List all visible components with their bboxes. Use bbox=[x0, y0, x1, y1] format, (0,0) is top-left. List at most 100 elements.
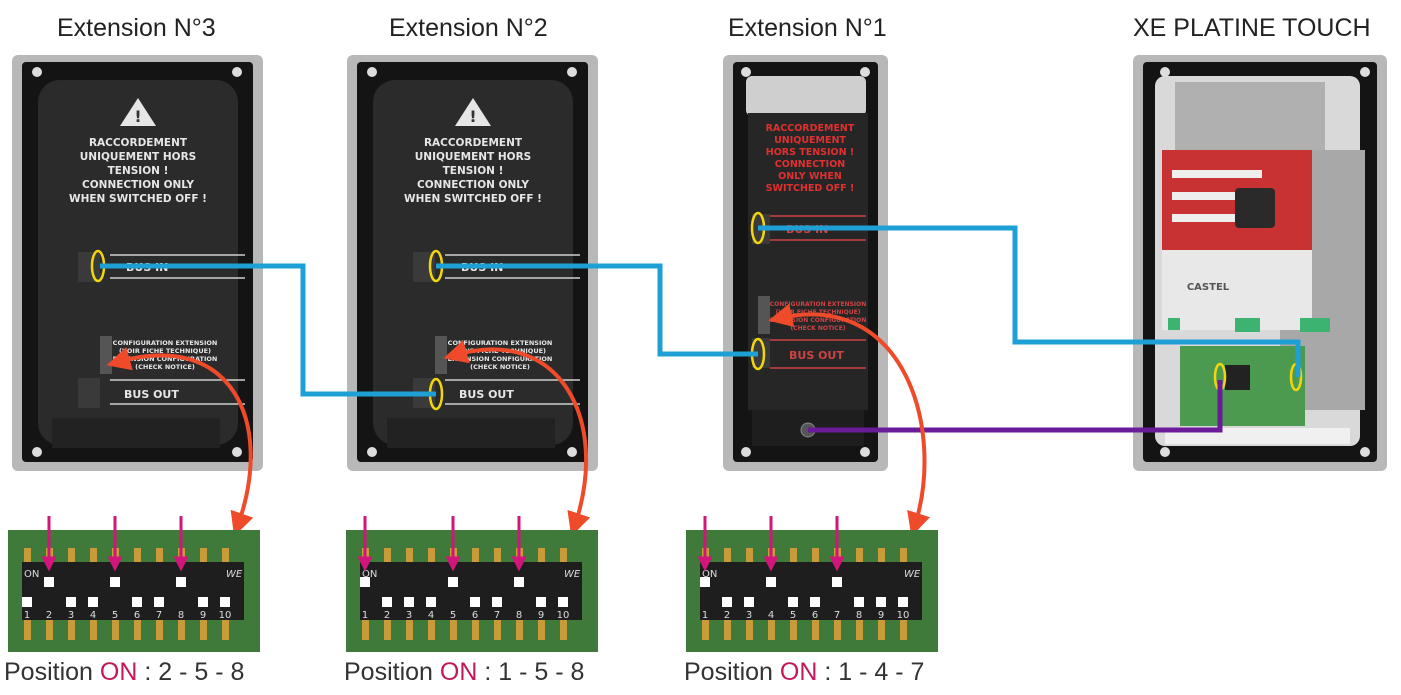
svg-text:RACCORDEMENT: RACCORDEMENT bbox=[766, 123, 855, 134]
dip-switch-4 bbox=[766, 577, 776, 587]
dip-number-9: 9 bbox=[878, 610, 884, 621]
dip-number-6: 6 bbox=[472, 610, 478, 621]
svg-text:(CHECK NOTICE): (CHECK NOTICE) bbox=[790, 325, 845, 332]
dip-switch-6 bbox=[470, 597, 480, 607]
svg-text:(CHECK NOTICE): (CHECK NOTICE) bbox=[470, 363, 530, 371]
dip-number-2: 2 bbox=[384, 610, 390, 621]
svg-text:RACCORDEMENT: RACCORDEMENT bbox=[424, 137, 523, 149]
dip-on-label: ON bbox=[24, 569, 39, 580]
dip-number-8: 8 bbox=[516, 610, 522, 621]
dip-brand-mark: WE bbox=[904, 569, 921, 580]
dip-switch-1 bbox=[360, 577, 370, 587]
svg-text:TENSION !: TENSION ! bbox=[443, 165, 504, 177]
svg-text:CONFIGURATION EXTENSION: CONFIGURATION EXTENSION bbox=[113, 339, 218, 347]
dip-switch-9 bbox=[536, 597, 546, 607]
svg-text:CONNECTION: CONNECTION bbox=[775, 159, 846, 170]
svg-text:BUS OUT: BUS OUT bbox=[459, 388, 514, 401]
svg-text:SWITCHED OFF !: SWITCHED OFF ! bbox=[766, 183, 855, 194]
caption-ext3: Position ON : 2 - 5 - 8 bbox=[4, 658, 245, 686]
ext3-bus-out-label: BUS OUT bbox=[124, 388, 179, 401]
dip-number-7: 7 bbox=[494, 610, 500, 621]
svg-text:UNIQUEMENT HORS: UNIQUEMENT HORS bbox=[415, 151, 531, 163]
extension-3-panel: ! RACCORDEMENT UNIQUEMENT HORS TENSION !… bbox=[12, 55, 263, 471]
ext3-warning-line-4: CONNECTION ONLY bbox=[82, 179, 194, 191]
svg-text:!: ! bbox=[134, 107, 141, 126]
dip-brand-mark: WE bbox=[226, 569, 243, 580]
bus-wire-ext1-platine bbox=[758, 225, 1301, 377]
bus-wire-ext2-ext1 bbox=[436, 263, 758, 357]
arrow-ext2 bbox=[443, 340, 591, 537]
ext3-warning-line-1: RACCORDEMENT bbox=[89, 137, 188, 149]
dip-switch-4 bbox=[426, 597, 436, 607]
dip-switch-5 bbox=[788, 597, 798, 607]
dip-on-label: ON bbox=[702, 569, 717, 580]
dip-switch-10 bbox=[558, 597, 568, 607]
dip-number-1: 1 bbox=[702, 610, 708, 621]
dip-switch-9 bbox=[876, 597, 886, 607]
dip-number-9: 9 bbox=[538, 610, 544, 621]
svg-text:CONNECTION ONLY: CONNECTION ONLY bbox=[417, 179, 529, 191]
dip-switch-9 bbox=[198, 597, 208, 607]
dip-number-1: 1 bbox=[24, 610, 30, 621]
dip-number-4: 4 bbox=[90, 610, 96, 621]
dip-number-1: 1 bbox=[362, 610, 368, 621]
dip-switch-2 bbox=[44, 577, 54, 587]
dip-switch-4 bbox=[88, 597, 98, 607]
ext3-warning-line-5: WHEN SWITCHED OFF ! bbox=[69, 193, 207, 205]
dip-brand-mark: WE bbox=[564, 569, 581, 580]
arrow-ext1 bbox=[768, 303, 931, 537]
castel-brand: CASTEL bbox=[1187, 282, 1230, 293]
title-extension-3: Extension N°3 bbox=[57, 14, 216, 42]
extension-2-panel: ! RACCORDEMENT UNIQUEMENT HORS TENSION !… bbox=[347, 55, 598, 471]
dip-switch-3 bbox=[744, 597, 754, 607]
caption-ext2: Position ON : 1 - 5 - 8 bbox=[344, 658, 585, 686]
purple-wire bbox=[808, 380, 1223, 433]
dip-switch-2 bbox=[382, 597, 392, 607]
dip-on-label: ON bbox=[362, 569, 377, 580]
dip-number-7: 7 bbox=[834, 610, 840, 621]
title-xe-platine-touch: XE PLATINE TOUCH bbox=[1133, 14, 1371, 42]
dip-switch-8 bbox=[176, 577, 186, 587]
dip-number-2: 2 bbox=[46, 610, 52, 621]
bus-wire-ext3-ext2 bbox=[100, 263, 436, 397]
svg-text:ONLY WHEN: ONLY WHEN bbox=[778, 171, 842, 182]
dip-switch-10 bbox=[220, 597, 230, 607]
dip-number-6: 6 bbox=[134, 610, 140, 621]
dip-switch-7 bbox=[492, 597, 502, 607]
dip-switch-3 bbox=[66, 597, 76, 607]
dip-number-4: 4 bbox=[768, 610, 774, 621]
svg-text:!: ! bbox=[469, 107, 476, 126]
dip-number-10: 10 bbox=[557, 610, 570, 621]
dip-number-5: 5 bbox=[450, 610, 456, 621]
dip-number-4: 4 bbox=[428, 610, 434, 621]
dip-switch-8 bbox=[514, 577, 524, 587]
extension-1-panel: RACCORDEMENT UNIQUEMENT HORS TENSION ! C… bbox=[723, 55, 888, 471]
dip-switch-8 bbox=[854, 597, 864, 607]
dip-switch-6 bbox=[810, 597, 820, 607]
svg-text:CONFIGURATION EXTENSION: CONFIGURATION EXTENSION bbox=[770, 301, 867, 308]
dip-switch-5 bbox=[448, 577, 458, 587]
svg-text:WHEN SWITCHED OFF !: WHEN SWITCHED OFF ! bbox=[404, 193, 542, 205]
dip-number-2: 2 bbox=[724, 610, 730, 621]
dip-number-3: 3 bbox=[406, 610, 412, 621]
svg-text:BUS OUT: BUS OUT bbox=[789, 349, 844, 362]
dip-number-10: 10 bbox=[897, 610, 910, 621]
dip-number-5: 5 bbox=[790, 610, 796, 621]
dip-switch-7 bbox=[832, 577, 842, 587]
dip-switch-10 bbox=[898, 597, 908, 607]
dip-number-9: 9 bbox=[200, 610, 206, 621]
title-extension-1: Extension N°1 bbox=[728, 14, 887, 42]
dip-switch-2 bbox=[722, 597, 732, 607]
title-extension-2: Extension N°2 bbox=[389, 14, 548, 42]
bus-wires bbox=[100, 225, 1301, 433]
config-arrows bbox=[106, 303, 931, 537]
dip-switch-3 bbox=[404, 597, 414, 607]
svg-text:UNIQUEMENT: UNIQUEMENT bbox=[774, 135, 846, 146]
xe-platine-touch-panel: CASTEL bbox=[1133, 55, 1387, 471]
caption-ext1: Position ON : 1 - 4 - 7 bbox=[684, 658, 925, 686]
dip-number-7: 7 bbox=[156, 610, 162, 621]
svg-text:CONFIGURATION EXTENSION: CONFIGURATION EXTENSION bbox=[448, 339, 553, 347]
